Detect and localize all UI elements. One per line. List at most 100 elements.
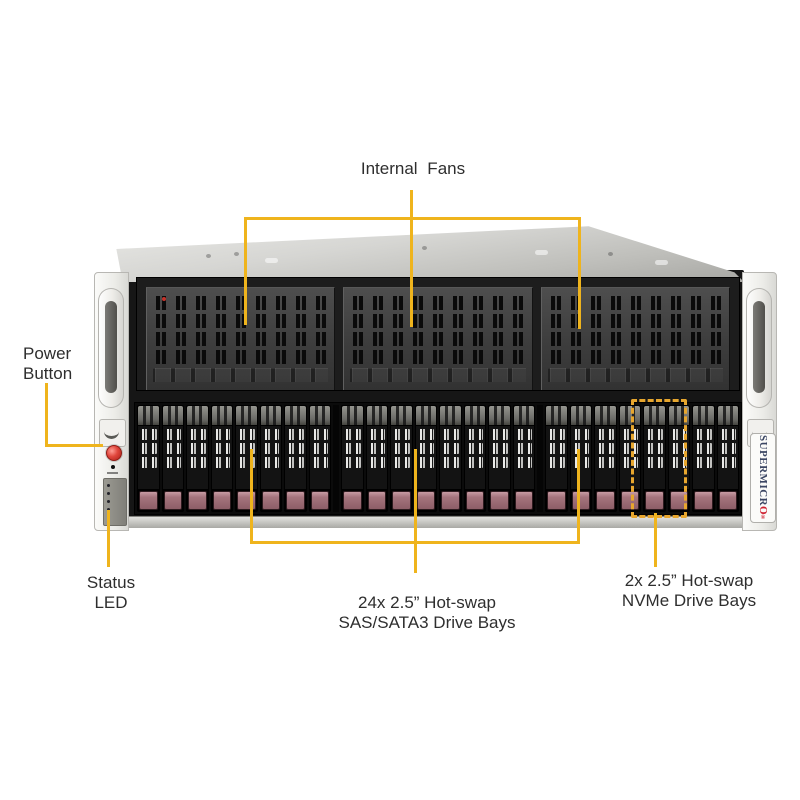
nvme-bays-label: 2x 2.5” Hot-swap NVMe Drive Bays bbox=[622, 571, 756, 611]
drive-tray bbox=[259, 405, 282, 512]
drive-tray-top bbox=[342, 406, 363, 425]
drive-tray-vents bbox=[415, 426, 436, 489]
drive-tray-top bbox=[415, 406, 436, 425]
fan-vent-row bbox=[547, 332, 723, 346]
drive-tray-latch bbox=[718, 491, 737, 510]
drive-tray-latch bbox=[694, 491, 713, 510]
drive-tray-vent-row bbox=[572, 457, 589, 468]
drive-tray-top bbox=[260, 406, 281, 425]
drive-tray-vent-row bbox=[213, 457, 230, 468]
drive-tray-vent-row bbox=[621, 457, 638, 468]
fan-status-led bbox=[162, 297, 166, 301]
drive-tray-vents bbox=[717, 426, 738, 489]
drive-tray-vent-row bbox=[719, 443, 736, 454]
drive-tray-vent-row bbox=[548, 443, 565, 454]
fan-panel bbox=[343, 287, 533, 390]
power-button-label-line1: Power bbox=[23, 344, 72, 363]
brand-registered-mark: ® bbox=[760, 514, 766, 522]
fan-grille-bottom-row bbox=[350, 368, 526, 382]
drive-tray bbox=[512, 405, 535, 512]
drive-tray-vent-row bbox=[344, 457, 361, 468]
drive-tray-vent-row bbox=[344, 429, 361, 440]
status-led-panel bbox=[103, 478, 127, 526]
drive-tray-latch bbox=[547, 491, 566, 510]
drive-tray-vents bbox=[391, 426, 412, 489]
drive-tray-vent-row bbox=[442, 429, 459, 440]
drive-tray bbox=[161, 405, 184, 512]
drive-tray-vents bbox=[309, 426, 330, 489]
drive-tray-top bbox=[513, 406, 534, 425]
drive-tray-vent-row bbox=[695, 443, 712, 454]
drive-tray bbox=[390, 405, 413, 512]
drive-tray-latch bbox=[645, 491, 664, 510]
power-button-label: Power Button bbox=[23, 344, 72, 384]
drive-tray-vent-row bbox=[646, 443, 663, 454]
fan-vent-row bbox=[350, 314, 526, 328]
left-mounting-ear bbox=[94, 272, 129, 531]
drive-tray-vents bbox=[162, 426, 183, 489]
drive-tray-top bbox=[138, 406, 159, 425]
drive-tray-vent-row bbox=[466, 457, 483, 468]
fan-vent-row bbox=[547, 314, 723, 328]
sas-callout-prong-middle bbox=[414, 449, 417, 543]
drive-tray-vent-row bbox=[491, 443, 508, 454]
drive-tray bbox=[186, 405, 209, 512]
drive-tray-vent-row bbox=[189, 457, 206, 468]
drive-tray-vent-row bbox=[597, 429, 614, 440]
lid-handle-slot bbox=[265, 258, 278, 263]
drive-tray bbox=[692, 405, 715, 512]
sas-bays-label: 24x 2.5” Hot-swap SAS/SATA3 Drive Bays bbox=[339, 593, 516, 633]
drive-tray-top bbox=[668, 406, 689, 425]
drive-tray-vent-row bbox=[213, 429, 230, 440]
drive-tray-latch bbox=[261, 491, 280, 510]
drive-tray-vent-row bbox=[393, 457, 410, 468]
drive-tray bbox=[137, 405, 160, 512]
fan-panel bbox=[540, 287, 730, 390]
drive-tray-top bbox=[366, 406, 387, 425]
drive-tray bbox=[594, 405, 617, 512]
power-callout-vertical bbox=[45, 383, 48, 447]
drive-tray-vent-row bbox=[344, 443, 361, 454]
drive-tray-vents bbox=[489, 426, 510, 489]
sas-callout-prong-left bbox=[250, 449, 253, 543]
drive-tray-vent-row bbox=[140, 429, 157, 440]
status-led-dot bbox=[107, 484, 110, 487]
drive-tray-latch bbox=[465, 491, 484, 510]
status-led-label-line1: Status bbox=[86, 573, 136, 592]
sas-callout-horizontal bbox=[250, 541, 580, 544]
drive-tray-latch bbox=[188, 491, 207, 510]
drive-tray-top bbox=[187, 406, 208, 425]
drive-tray-vents bbox=[440, 426, 461, 489]
drive-tray-vent-row bbox=[417, 429, 434, 440]
drive-tray-top bbox=[162, 406, 183, 425]
drive-tray-vents bbox=[513, 426, 534, 489]
drive-tray-vent-row bbox=[491, 457, 508, 468]
drive-tray-vents bbox=[285, 426, 306, 489]
drive-tray-latch bbox=[669, 491, 688, 510]
drive-tray-vent-row bbox=[311, 443, 328, 454]
drive-tray bbox=[414, 405, 437, 512]
drive-tray-latch bbox=[310, 491, 329, 510]
left-handle-cutout bbox=[105, 301, 117, 393]
drive-tray-top bbox=[570, 406, 591, 425]
drive-tray bbox=[716, 405, 739, 512]
drive-tray-vents bbox=[668, 426, 689, 489]
nvme-bays-label-line1: 2x 2.5” Hot-swap bbox=[624, 571, 754, 590]
fan-vent-row bbox=[547, 350, 723, 364]
drive-tray-vent-row bbox=[515, 429, 532, 440]
drive-tray-vents bbox=[546, 426, 567, 489]
drive-tray-top bbox=[595, 406, 616, 425]
drive-tray-top bbox=[211, 406, 232, 425]
nvme-bays-label-line2: NVMe Drive Bays bbox=[621, 591, 757, 610]
fans-callout-prong-left bbox=[244, 219, 247, 325]
right-handle-cutout bbox=[753, 301, 765, 393]
status-callout-line bbox=[107, 510, 110, 567]
lid-screw bbox=[422, 246, 427, 250]
power-button-label-line2: Button bbox=[23, 364, 73, 383]
fan-vent-row bbox=[153, 296, 329, 310]
fans-callout-stem bbox=[410, 190, 413, 219]
drive-tray-vent-row bbox=[417, 443, 434, 454]
drive-tray bbox=[284, 405, 307, 512]
fans-callout-prong-right bbox=[578, 219, 581, 329]
